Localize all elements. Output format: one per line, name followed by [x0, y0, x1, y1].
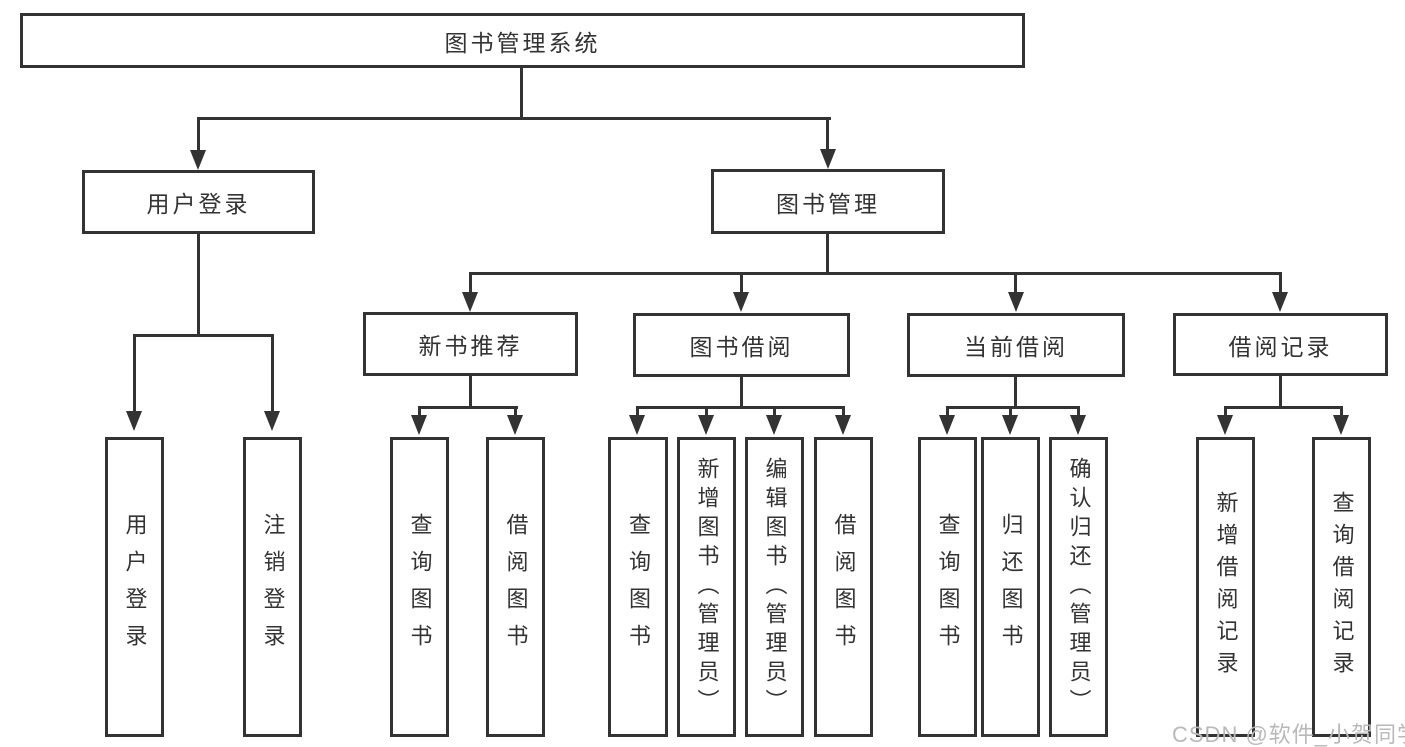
connector-line — [1077, 406, 1080, 418]
node-borrow-records-label: 借阅记录 — [1228, 333, 1333, 360]
leaf-query-books-current-label: 查询图书 — [935, 513, 961, 661]
connector-line — [514, 406, 517, 418]
connector-line — [740, 272, 743, 294]
arrow-down-icon — [1217, 415, 1233, 435]
leaf-query-books-current: 查询图书 — [918, 437, 977, 737]
leaf-confirm-return-admin-label: 确认归还（管理员） — [1066, 456, 1092, 718]
arrow-down-icon — [939, 415, 955, 435]
connector-line — [1279, 272, 1282, 294]
leaf-add-borrow-record-label: 新增借阅记录 — [1213, 491, 1239, 683]
leaf-query-books-borrow-label: 查询图书 — [626, 513, 651, 661]
leaf-logout: 注销登录 — [243, 437, 302, 737]
arrow-down-icon — [766, 415, 782, 435]
node-book-borrow: 图书借阅 — [633, 313, 850, 377]
connector-line — [826, 234, 829, 275]
connector-line — [520, 68, 523, 120]
leaf-user-login: 用户登录 — [105, 437, 164, 737]
leaf-return-books-label: 归还图书 — [998, 513, 1024, 661]
connector-line — [946, 406, 1080, 409]
leaf-edit-book-admin: 编辑图书（管理员） — [745, 437, 804, 737]
connector-line — [636, 406, 845, 409]
connector-line — [133, 334, 274, 337]
arrow-down-icon — [1272, 292, 1288, 312]
leaf-confirm-return-admin: 确认归还（管理员） — [1049, 437, 1108, 737]
connector-line — [826, 117, 829, 152]
leaf-return-books: 归还图书 — [981, 437, 1040, 737]
connector-line — [1224, 406, 1227, 418]
leaf-query-borrow-record-label: 查询借阅记录 — [1329, 491, 1355, 683]
connector-line — [197, 234, 200, 336]
leaf-logout-label: 注销登录 — [260, 513, 286, 661]
node-new-book-recommend-label: 新书推荐 — [418, 333, 523, 359]
node-user-login: 用户登录 — [82, 170, 315, 234]
leaf-add-book-admin-label: 新增图书（管理员） — [694, 456, 720, 718]
leaf-query-borrow-record: 查询借阅记录 — [1312, 437, 1371, 737]
leaf-user-login-label: 用户登录 — [122, 513, 148, 661]
leaf-borrow-books-recommend: 借阅图书 — [486, 437, 545, 737]
connector-line — [197, 117, 200, 152]
connector-line — [1224, 406, 1343, 409]
arrow-down-icon — [411, 415, 427, 435]
connector-line — [1009, 406, 1012, 418]
connector-line — [740, 377, 743, 409]
connector-line — [1279, 376, 1282, 409]
leaf-query-books-recommend: 查询图书 — [390, 437, 449, 737]
connector-line — [705, 406, 708, 418]
connector-line — [197, 117, 831, 120]
arrow-down-icon — [462, 292, 478, 312]
connector-line — [773, 406, 776, 418]
connector-line — [842, 406, 845, 418]
connector-line — [1014, 377, 1017, 409]
node-root-label: 图书管理系统 — [444, 29, 601, 56]
connector-line — [636, 406, 639, 418]
arrow-down-icon — [820, 149, 836, 169]
leaf-borrow-books-borrow-label: 借阅图书 — [831, 513, 857, 661]
arrow-down-icon — [1333, 415, 1349, 435]
connector-line — [469, 272, 1282, 275]
leaf-edit-book-admin-label: 编辑图书（管理员） — [762, 456, 788, 718]
arrow-down-icon — [835, 415, 851, 435]
leaf-add-borrow-record: 新增借阅记录 — [1196, 437, 1255, 737]
leaf-add-book-admin: 新增图书（管理员） — [677, 437, 736, 737]
node-new-book-recommend: 新书推荐 — [363, 312, 578, 376]
connector-line — [1014, 272, 1017, 294]
node-borrow-records: 借阅记录 — [1173, 313, 1388, 376]
connector-line — [469, 272, 472, 294]
arrow-down-icon — [190, 150, 206, 170]
connector-line — [469, 376, 472, 409]
node-current-borrow-label: 当前借阅 — [964, 334, 1068, 360]
arrow-down-icon — [698, 415, 714, 435]
leaf-query-books-borrow: 查询图书 — [608, 437, 668, 737]
node-root: 图书管理系统 — [20, 13, 1025, 68]
leaf-query-books-recommend-label: 查询图书 — [407, 513, 433, 661]
leaf-borrow-books-recommend-label: 借阅图书 — [503, 513, 529, 661]
connector-line — [418, 406, 421, 418]
arrow-down-icon — [1070, 415, 1086, 435]
arrow-down-icon — [1002, 415, 1018, 435]
node-book-borrow-label: 图书借阅 — [689, 334, 794, 360]
arrow-down-icon — [126, 411, 142, 431]
arrow-down-icon — [1008, 292, 1024, 312]
arrow-down-icon — [507, 415, 523, 435]
node-current-borrow: 当前借阅 — [907, 313, 1125, 377]
watermark: CSDN @软件_小贺同学 — [1172, 722, 1405, 747]
node-user-login-label: 用户登录 — [146, 191, 251, 217]
node-book-management-label: 图书管理 — [776, 190, 880, 217]
connector-line — [133, 334, 136, 412]
node-book-management: 图书管理 — [711, 169, 945, 234]
connector-line — [946, 406, 949, 418]
leaf-borrow-books-borrow: 借阅图书 — [814, 437, 873, 737]
arrow-down-icon — [629, 415, 645, 435]
arrow-down-icon — [264, 411, 280, 431]
connector-line — [1340, 406, 1343, 418]
connector-line — [271, 334, 274, 412]
connector-line — [418, 406, 518, 409]
arrow-down-icon — [733, 292, 749, 312]
